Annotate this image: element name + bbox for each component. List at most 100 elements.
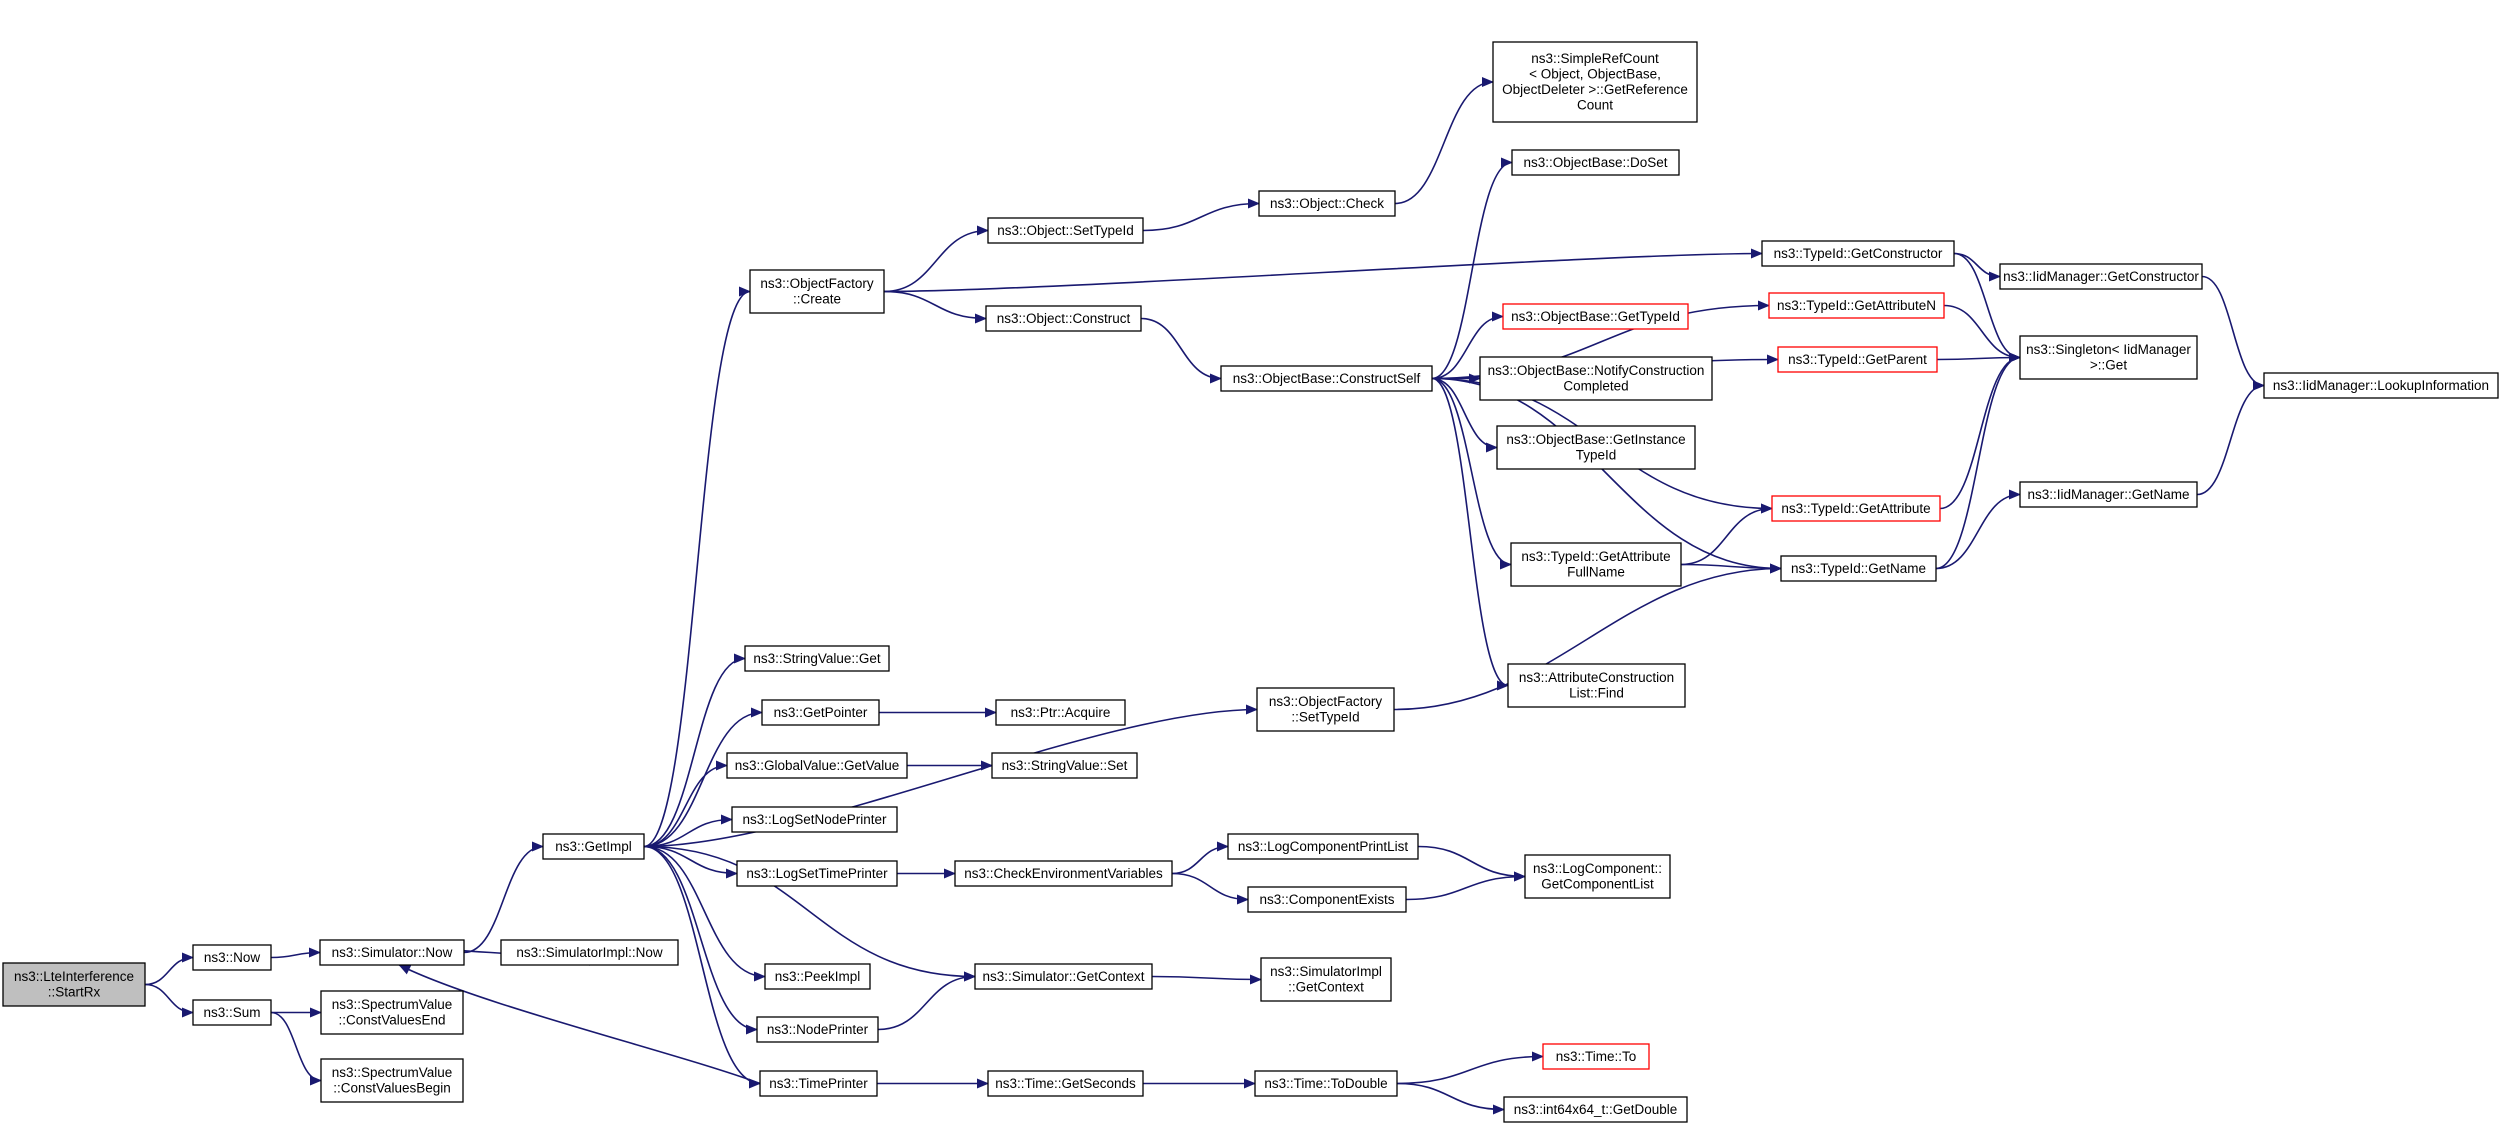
node-box[interactable]: [761, 699, 880, 726]
node-box[interactable]: [987, 1070, 1144, 1097]
node-box[interactable]: [744, 645, 890, 672]
node-box[interactable]: [1496, 425, 1696, 470]
node-box[interactable]: [1254, 1070, 1398, 1097]
node-ofsettypeid[interactable]: ns3::ObjectFactory::SetTypeId: [1256, 687, 1395, 732]
node-iidgetconstructor[interactable]: ns3::IidManager::GetConstructor: [1999, 263, 2203, 290]
node-box[interactable]: [2263, 372, 2499, 399]
node-simgetcontext[interactable]: ns3::Simulator::GetContext: [974, 963, 1153, 990]
node-now[interactable]: ns3::Now: [192, 944, 272, 971]
node-box[interactable]: [731, 806, 898, 833]
node-lognodeprinter[interactable]: ns3::LogSetNodePrinter: [731, 806, 898, 833]
node-box[interactable]: [2019, 335, 2198, 380]
node-simimplgetcontext[interactable]: ns3::SimulatorImpl::GetContext: [1260, 957, 1392, 1002]
node-tidgetname[interactable]: ns3::TypeId::GetName: [1780, 555, 1937, 582]
node-box[interactable]: [1542, 1043, 1650, 1070]
node-box[interactable]: [542, 833, 645, 860]
node-box[interactable]: [1524, 854, 1671, 899]
node-strset[interactable]: ns3::StringValue::Set: [991, 752, 1138, 779]
node-box[interactable]: [974, 963, 1153, 990]
node-box[interactable]: [192, 944, 272, 971]
node-timeto[interactable]: ns3::Time::To: [1542, 1043, 1650, 1070]
node-box[interactable]: [2019, 481, 2198, 508]
node-box[interactable]: [1780, 555, 1937, 582]
node-box[interactable]: [756, 1016, 879, 1043]
node-objconstruct[interactable]: ns3::Object::Construct: [985, 305, 1142, 332]
node-checkenv[interactable]: ns3::CheckEnvironmentVariables: [954, 860, 1173, 887]
node-box[interactable]: [1256, 687, 1395, 732]
node-compexists[interactable]: ns3::ComponentExists: [1247, 886, 1407, 913]
node-peekimpl[interactable]: ns3::PeekImpl: [764, 963, 871, 990]
node-strget[interactable]: ns3::StringValue::Get: [744, 645, 890, 672]
node-box[interactable]: [759, 1070, 878, 1097]
node-box[interactable]: [1247, 886, 1407, 913]
node-cvbegin[interactable]: ns3::SpectrumValue::ConstValuesBegin: [320, 1058, 464, 1103]
node-obnotify[interactable]: ns3::ObjectBase::NotifyConstructionCompl…: [1479, 356, 1713, 401]
node-box[interactable]: [985, 305, 1142, 332]
node-getdouble[interactable]: ns3::int64x64_t::GetDouble: [1503, 1096, 1688, 1123]
node-ptracquire[interactable]: ns3::Ptr::Acquire: [995, 699, 1126, 726]
node-box[interactable]: [500, 939, 679, 966]
node-box[interactable]: [726, 752, 908, 779]
node-obconstructself[interactable]: ns3::ObjectBase::ConstructSelf: [1220, 365, 1433, 392]
node-box[interactable]: [1510, 542, 1682, 587]
node-box[interactable]: [192, 999, 272, 1026]
node-box[interactable]: [319, 939, 465, 966]
node-refcount[interactable]: ns3::SimpleRefCount< Object, ObjectBase,…: [1492, 41, 1698, 123]
node-startrx[interactable]: ns3::LteInterference::StartRx: [2, 962, 146, 1007]
node-ofcreate[interactable]: ns3::ObjectFactory::Create: [749, 269, 885, 314]
node-box[interactable]: [954, 860, 1173, 887]
node-box[interactable]: [1768, 292, 1945, 319]
node-objsettypeid[interactable]: ns3::Object::SetTypeId: [987, 217, 1144, 244]
node-box[interactable]: [320, 1058, 464, 1103]
node-box[interactable]: [320, 990, 464, 1035]
node-box[interactable]: [1227, 833, 1419, 860]
node-box[interactable]: [1492, 41, 1698, 123]
node-box[interactable]: [1507, 663, 1686, 708]
node-box[interactable]: [1503, 1096, 1688, 1123]
node-logtimeprinter[interactable]: ns3::LogSetTimePrinter: [736, 860, 898, 887]
node-box[interactable]: [1258, 190, 1396, 217]
node-obdoset[interactable]: ns3::ObjectBase::DoSet: [1511, 149, 1680, 176]
node-tidgetparent[interactable]: ns3::TypeId::GetParent: [1777, 346, 1938, 373]
node-getpointer[interactable]: ns3::GetPointer: [761, 699, 880, 726]
node-timegetseconds[interactable]: ns3::Time::GetSeconds: [987, 1070, 1144, 1097]
node-tidgetattr[interactable]: ns3::TypeId::GetAttribute: [1771, 495, 1941, 522]
node-singletonget[interactable]: ns3::Singleton< IidManager>::Get: [2019, 335, 2198, 380]
node-box[interactable]: [736, 860, 898, 887]
node-iidgetname[interactable]: ns3::IidManager::GetName: [2019, 481, 2198, 508]
node-nodeprinter[interactable]: ns3::NodePrinter: [756, 1016, 879, 1043]
node-box[interactable]: [991, 752, 1138, 779]
node-loggetlist[interactable]: ns3::LogComponent::GetComponentList: [1524, 854, 1671, 899]
node-tidgetconstructor[interactable]: ns3::TypeId::GetConstructor: [1761, 240, 1955, 267]
node-box[interactable]: [764, 963, 871, 990]
node-box[interactable]: [1220, 365, 1433, 392]
node-box[interactable]: [1511, 149, 1680, 176]
node-timetodouble[interactable]: ns3::Time::ToDouble: [1254, 1070, 1398, 1097]
node-cvend[interactable]: ns3::SpectrumValue::ConstValuesEnd: [320, 990, 464, 1035]
node-box[interactable]: [1771, 495, 1941, 522]
node-objcheck[interactable]: ns3::Object::Check: [1258, 190, 1396, 217]
node-box[interactable]: [987, 217, 1144, 244]
node-box[interactable]: [1761, 240, 1955, 267]
node-gvgetvalue[interactable]: ns3::GlobalValue::GetValue: [726, 752, 908, 779]
node-box[interactable]: [1999, 263, 2203, 290]
node-box[interactable]: [2, 962, 146, 1007]
node-obgettypeid[interactable]: ns3::ObjectBase::GetTypeId: [1502, 303, 1689, 330]
node-box[interactable]: [1777, 346, 1938, 373]
node-tidgetattrn[interactable]: ns3::TypeId::GetAttributeN: [1768, 292, 1945, 319]
node-box[interactable]: [1502, 303, 1689, 330]
node-sum[interactable]: ns3::Sum: [192, 999, 272, 1026]
node-box[interactable]: [749, 269, 885, 314]
node-timeprinter[interactable]: ns3::TimePrinter: [759, 1070, 878, 1097]
node-logprintlist[interactable]: ns3::LogComponentPrintList: [1227, 833, 1419, 860]
node-iidlookup[interactable]: ns3::IidManager::LookupInformation: [2263, 372, 2499, 399]
node-box[interactable]: [1260, 957, 1392, 1002]
node-box[interactable]: [1479, 356, 1713, 401]
node-simnow[interactable]: ns3::Simulator::Now: [319, 939, 465, 966]
node-simimplnow[interactable]: ns3::SimulatorImpl::Now: [500, 939, 679, 966]
node-box[interactable]: [995, 699, 1126, 726]
node-getimpl[interactable]: ns3::GetImpl: [542, 833, 645, 860]
